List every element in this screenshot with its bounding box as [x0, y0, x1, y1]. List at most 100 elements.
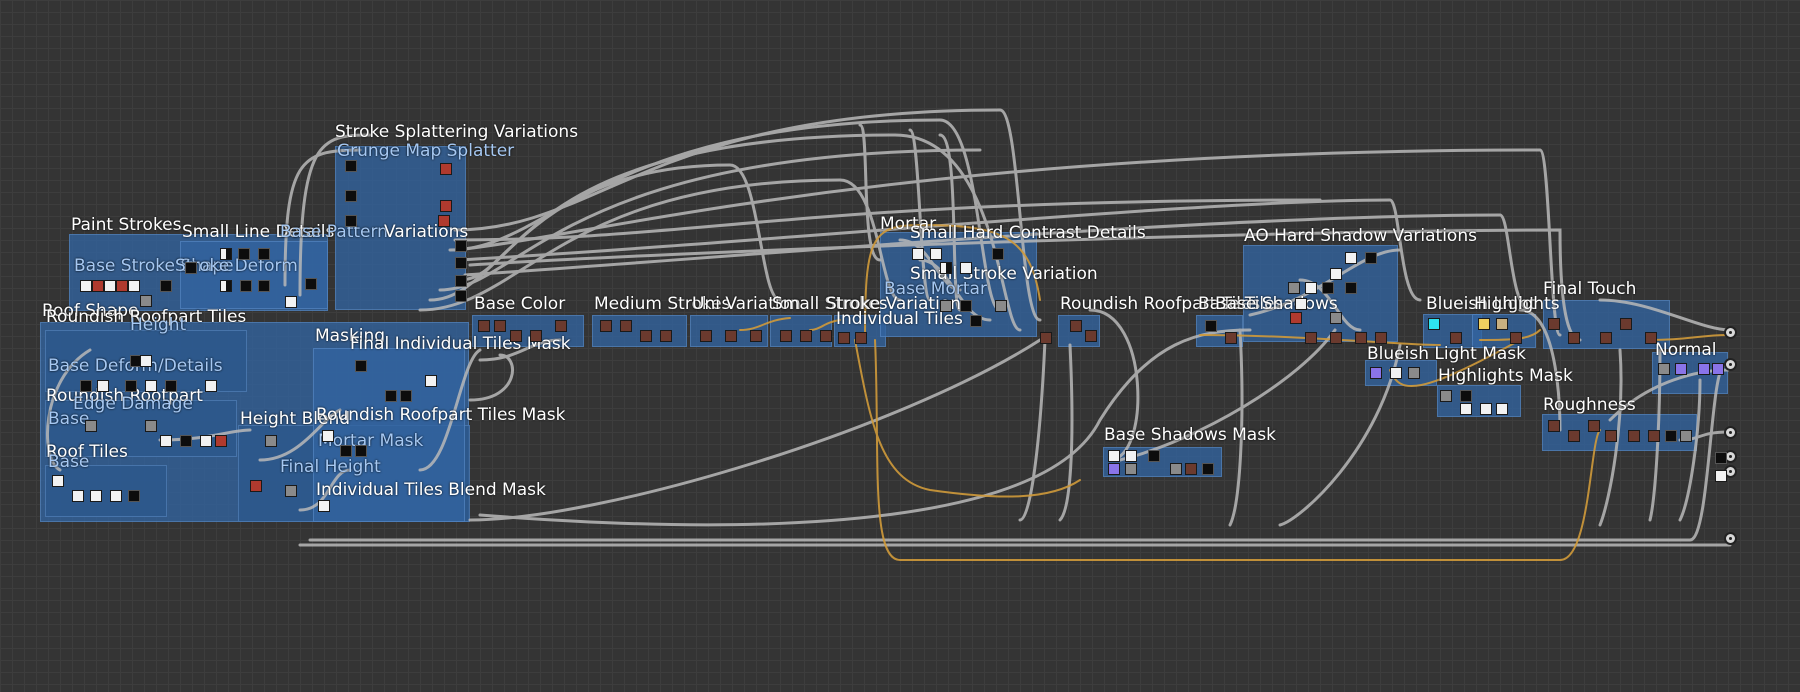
- graph-node[interactable]: [200, 435, 212, 447]
- graph-node[interactable]: [92, 280, 104, 292]
- frame-small-line-details[interactable]: [180, 241, 328, 309]
- graph-node[interactable]: [258, 280, 270, 292]
- graph-node[interactable]: [510, 330, 522, 342]
- graph-node[interactable]: [494, 320, 506, 332]
- graph-node[interactable]: [1375, 332, 1387, 344]
- graph-node[interactable]: [185, 262, 197, 274]
- graph-node[interactable]: [1440, 390, 1452, 402]
- graph-node[interactable]: [400, 390, 412, 402]
- graph-node[interactable]: [1040, 332, 1052, 344]
- graph-node[interactable]: [940, 262, 952, 274]
- graph-node[interactable]: [1408, 367, 1420, 379]
- graph-node[interactable]: [455, 257, 467, 269]
- graph-node[interactable]: [555, 320, 567, 332]
- graph-node[interactable]: [455, 275, 467, 287]
- graph-node[interactable]: [1365, 252, 1377, 264]
- graph-node[interactable]: [215, 435, 227, 447]
- graph-node[interactable]: [1390, 367, 1402, 379]
- graph-node[interactable]: [1480, 403, 1492, 415]
- graph-node[interactable]: [855, 332, 867, 344]
- graph-node[interactable]: [1658, 363, 1670, 375]
- graph-node[interactable]: [1620, 318, 1632, 330]
- graph-node[interactable]: [220, 248, 232, 260]
- graph-node[interactable]: [145, 380, 157, 392]
- output-node-height-icon[interactable]: [1724, 532, 1737, 545]
- graph-node[interactable]: [1478, 318, 1490, 330]
- graph-node[interactable]: [160, 280, 172, 292]
- graph-node[interactable]: [1305, 282, 1317, 294]
- graph-node[interactable]: [345, 160, 357, 172]
- graph-node[interactable]: [1605, 430, 1617, 442]
- graph-node[interactable]: [600, 320, 612, 332]
- graph-node[interactable]: [345, 190, 357, 202]
- graph-node[interactable]: [128, 280, 140, 292]
- graph-node[interactable]: [72, 490, 84, 502]
- graph-node[interactable]: [1460, 403, 1472, 415]
- graph-node[interactable]: [620, 320, 632, 332]
- graph-node[interactable]: [1330, 312, 1342, 324]
- graph-node[interactable]: [1675, 363, 1687, 375]
- graph-node[interactable]: [1345, 282, 1357, 294]
- graph-node[interactable]: [930, 248, 942, 260]
- graph-node[interactable]: [1185, 463, 1197, 475]
- graph-node[interactable]: [140, 355, 152, 367]
- graph-node[interactable]: [440, 200, 452, 212]
- graph-node[interactable]: [258, 248, 270, 260]
- graph-node[interactable]: [104, 280, 116, 292]
- graph-node[interactable]: [960, 300, 972, 312]
- graph-node[interactable]: [128, 490, 140, 502]
- graph-node[interactable]: [530, 330, 542, 342]
- graph-node[interactable]: [1496, 318, 1508, 330]
- graph-node[interactable]: [1125, 450, 1137, 462]
- graph-node[interactable]: [110, 490, 122, 502]
- graph-node[interactable]: [455, 240, 467, 252]
- graph-node[interactable]: [1428, 318, 1440, 330]
- graph-node[interactable]: [322, 430, 334, 442]
- graph-node[interactable]: [1600, 332, 1612, 344]
- graph-node[interactable]: [1548, 420, 1560, 432]
- graph-node[interactable]: [165, 380, 177, 392]
- graph-node[interactable]: [1070, 320, 1082, 332]
- graph-node[interactable]: [345, 215, 357, 227]
- graph-node[interactable]: [180, 435, 192, 447]
- graph-node[interactable]: [1665, 430, 1677, 442]
- graph-node[interactable]: [960, 262, 972, 274]
- graph-node[interactable]: [125, 380, 137, 392]
- graph-node[interactable]: [238, 248, 250, 260]
- graph-node[interactable]: [440, 163, 452, 175]
- graph-node[interactable]: [1680, 430, 1692, 442]
- graph-node[interactable]: [1715, 452, 1727, 464]
- graph-node[interactable]: [750, 330, 762, 342]
- graph-node[interactable]: [478, 320, 490, 332]
- output-node-basecolor-icon[interactable]: [1724, 326, 1737, 339]
- output-node-roughness-icon[interactable]: [1724, 426, 1737, 439]
- graph-node[interactable]: [1715, 470, 1727, 482]
- frame-roundish-rootpart[interactable]: [45, 400, 237, 457]
- graph-node[interactable]: [385, 390, 397, 402]
- graph-node[interactable]: [355, 445, 367, 457]
- graph-node[interactable]: [1108, 450, 1120, 462]
- graph-node[interactable]: [240, 280, 252, 292]
- graph-node[interactable]: [1288, 282, 1300, 294]
- graph-node[interactable]: [285, 485, 297, 497]
- graph-node[interactable]: [1170, 463, 1182, 475]
- graph-node[interactable]: [205, 380, 217, 392]
- graph-node[interactable]: [1205, 320, 1217, 332]
- graph-node[interactable]: [838, 332, 850, 344]
- graph-node[interactable]: [1628, 430, 1640, 442]
- graph-node[interactable]: [800, 330, 812, 342]
- graph-node[interactable]: [912, 248, 924, 260]
- graph-node[interactable]: [1645, 332, 1657, 344]
- graph-node[interactable]: [220, 280, 232, 292]
- graph-node[interactable]: [1295, 298, 1307, 310]
- graph-node[interactable]: [340, 445, 352, 457]
- graph-node[interactable]: [992, 248, 1004, 260]
- output-node-normal-icon[interactable]: [1724, 358, 1737, 371]
- graph-node[interactable]: [1460, 390, 1472, 402]
- graph-node[interactable]: [820, 330, 832, 342]
- frame-roof-tiles[interactable]: [45, 465, 167, 517]
- graph-node[interactable]: [700, 330, 712, 342]
- graph-node[interactable]: [640, 330, 652, 342]
- graph-node[interactable]: [140, 295, 152, 307]
- graph-node[interactable]: [780, 330, 792, 342]
